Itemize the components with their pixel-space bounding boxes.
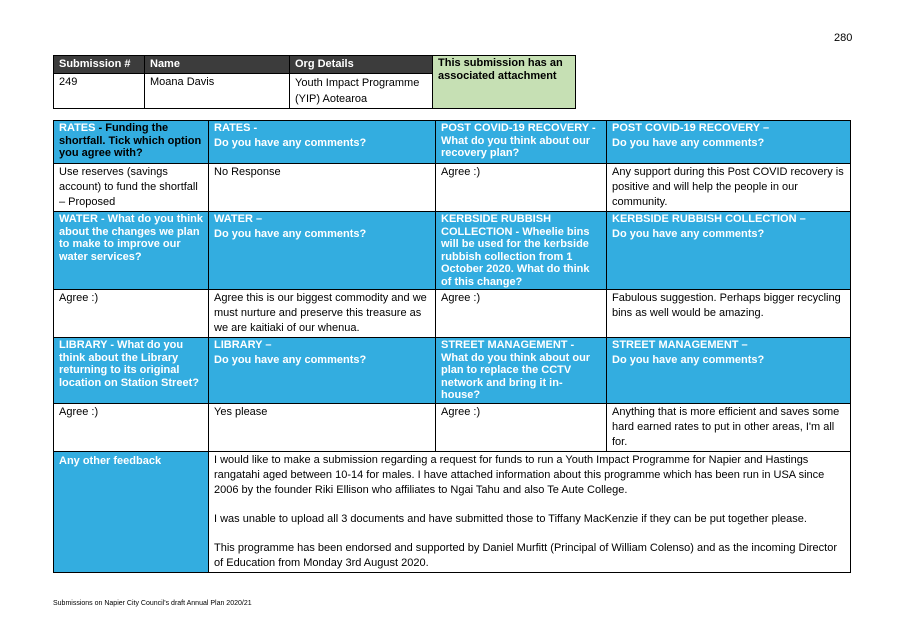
answer-library-comments: Yes please	[208, 402, 436, 452]
question-kerbside-comments: KERBSIDE RUBBISH COLLECTION – Do you have…	[606, 211, 851, 290]
question-title: KERBSIDE RUBBISH COLLECTION –	[612, 213, 806, 225]
question-text: - Wheelie bins will be used for the kerb…	[441, 225, 590, 288]
question-text: Do you have any comments?	[612, 227, 765, 240]
page-number: 280	[834, 32, 853, 44]
answer-covid-plan: Agree :)	[435, 163, 607, 212]
org-details: Youth Impact Programme (YIP) Aotearoa	[289, 73, 433, 109]
question-text: Do you have any comments?	[214, 353, 367, 366]
question-title: Any other feedback	[59, 454, 162, 467]
question-text: Do you have any comments?	[214, 227, 367, 240]
attachment-note: This submission has an associated attach…	[432, 55, 576, 109]
question-title: KERBSIDE RUBBISH COLLECTION	[441, 213, 552, 238]
question-text: Do you have any comments?	[612, 136, 765, 149]
question-water-comments: WATER – Do you have any comments?	[208, 211, 436, 290]
question-text: - Funding the shortfall. Tick which opti…	[59, 122, 202, 159]
question-title: WATER –	[214, 213, 263, 225]
header-name: Name	[144, 55, 290, 74]
question-text: Do you have any comments?	[612, 353, 765, 366]
answer-street-comments: Anything that is more efficient and save…	[606, 402, 851, 452]
question-title: RATES -	[214, 122, 258, 134]
question-other-feedback: Any other feedback	[53, 450, 209, 573]
page-footer: Submissions on Napier City Council's dra…	[53, 600, 252, 607]
question-title: STREET MANAGEMENT –	[612, 339, 748, 351]
submission-number: 249	[53, 73, 145, 109]
feedback-paragraph: I was unable to upload all 3 documents a…	[214, 512, 807, 525]
answer-rates-fund: Use reserves (savings account) to fund t…	[53, 163, 209, 212]
question-library-plan: LIBRARY - What do you think about the Li…	[53, 337, 209, 404]
answer-street-plan: Agree :)	[435, 402, 607, 452]
header-org-details: Org Details	[289, 55, 433, 74]
question-title: POST COVID-19 RECOVERY	[441, 122, 589, 134]
question-kerbside-plan: KERBSIDE RUBBISH COLLECTION - Wheelie bi…	[435, 211, 607, 290]
question-water-plan: WATER - What do you think about the chan…	[53, 211, 209, 290]
question-text: - What do you think about the changes we…	[59, 213, 204, 263]
question-rates-fund: RATES - Funding the shortfall. Tick whic…	[53, 120, 209, 164]
question-text: - What do you think about our recovery p…	[441, 122, 596, 159]
question-covid-plan: POST COVID-19 RECOVERY - What do you thi…	[435, 120, 607, 164]
answer-water-plan: Agree :)	[53, 289, 209, 338]
question-title: LIBRARY	[59, 339, 108, 351]
question-text: - What do you think about our plan to re…	[441, 339, 591, 401]
feedback-paragraph: I would like to make a submission regard…	[214, 453, 825, 496]
feedback-paragraph: This programme has been endorsed and sup…	[214, 541, 838, 569]
submission-questions-table: RATES - Funding the shortfall. Tick whic…	[53, 120, 851, 573]
answer-kerbside-plan: Agree :)	[435, 289, 607, 338]
question-covid-comments: POST COVID-19 RECOVERY – Do you have any …	[606, 120, 851, 164]
question-title: RATES	[59, 122, 96, 134]
question-text: Do you have any comments?	[214, 136, 367, 149]
question-title: LIBRARY –	[214, 339, 272, 351]
question-title: WATER	[59, 213, 98, 225]
answer-covid-comments: Any support during this Post COVID recov…	[606, 163, 851, 212]
question-rates-comments: RATES - Do you have any comments?	[208, 120, 436, 164]
answer-other-feedback: I would like to make a submission regard…	[208, 450, 851, 573]
header-submission-number: Submission #	[53, 55, 145, 74]
question-street-plan: STREET MANAGEMENT - What do you think ab…	[435, 337, 607, 404]
question-library-comments: LIBRARY – Do you have any comments?	[208, 337, 436, 404]
answer-kerbside-comments: Fabulous suggestion. Perhaps bigger recy…	[606, 289, 851, 338]
question-text: - What do you think about the Library re…	[59, 339, 199, 389]
answer-water-comments: Agree this is our biggest commodity and …	[208, 289, 436, 338]
submission-details-table: Submission # Name Org Details This submi…	[53, 55, 576, 109]
question-street-comments: STREET MANAGEMENT – Do you have any comme…	[606, 337, 851, 404]
question-title: STREET MANAGEMENT	[441, 339, 568, 351]
answer-library-plan: Agree :)	[53, 402, 209, 452]
question-title: POST COVID-19 RECOVERY –	[612, 122, 770, 134]
answer-rates-comments: No Response	[208, 163, 436, 212]
submitter-name: Moana Davis	[144, 73, 290, 109]
